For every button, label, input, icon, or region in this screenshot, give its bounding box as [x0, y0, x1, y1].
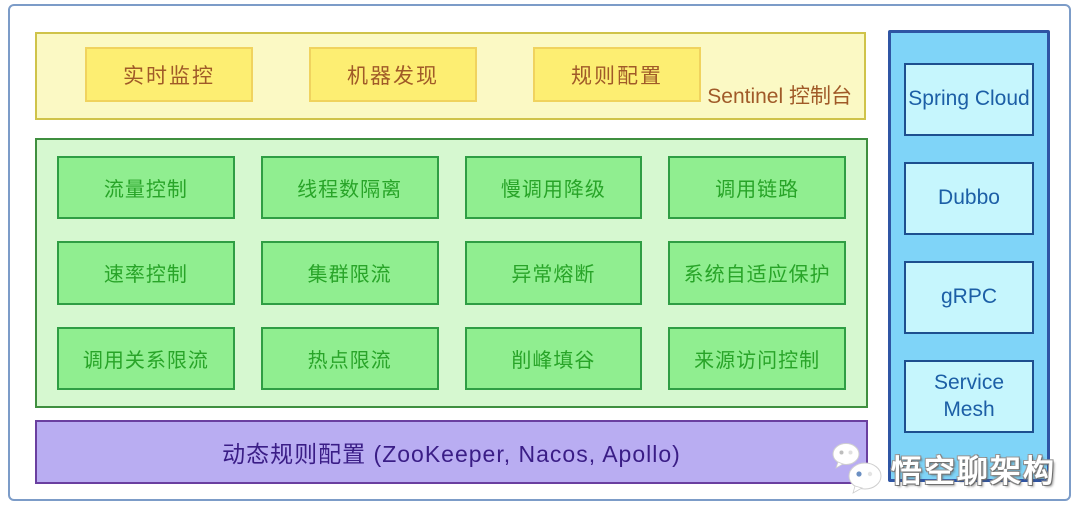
console-box-realtime-monitoring: 实时监控 [85, 47, 253, 102]
capability-box-slow-call-degradation: 慢调用降级 [464, 156, 643, 220]
capability-box-peak-shaving: 削峰填谷 [464, 326, 643, 390]
diagram-frame: 实时监控 机器发现 规则配置 Sentinel 控制台 流量控制 线程数隔离 慢… [8, 4, 1071, 501]
console-box-machine-discovery: 机器发现 [309, 47, 477, 102]
watermark-text: 悟空聊架构 [891, 453, 1056, 489]
console-box-rule-configuration: 规则配置 [533, 47, 701, 102]
capability-box-hotspot-throttling: 热点限流 [260, 326, 439, 390]
integration-box-spring-cloud: Spring Cloud [904, 63, 1034, 136]
capability-box-thread-isolation: 线程数隔离 [260, 156, 439, 220]
capability-box-flow-control: 流量控制 [57, 156, 235, 220]
dynamic-rules-bar: 动态规则配置 (ZooKeeper, Nacos, Apollo) [35, 420, 868, 484]
integration-box-dubbo: Dubbo [904, 162, 1034, 235]
capability-box-rate-control: 速率控制 [57, 241, 235, 305]
watermark: 悟空聊架构 [829, 441, 1056, 495]
chat-bubbles-icon [829, 441, 887, 495]
integration-box-grpc: gRPC [904, 261, 1034, 334]
integrations-panel: Spring Cloud Dubbo gRPC Service Mesh [888, 30, 1050, 482]
capability-panel: 流量控制 线程数隔离 慢调用降级 调用链路 速率控制 集群限流 异常熔断 系统自… [35, 138, 868, 408]
capability-box-exception-circuit-break: 异常熔断 [464, 241, 643, 305]
capability-box-adaptive-protection: 系统自适应保护 [668, 241, 846, 305]
sentinel-console-label: Sentinel 控制台 [707, 85, 852, 108]
capability-box-relation-throttling: 调用关系限流 [57, 326, 235, 390]
capability-box-origin-access-control: 来源访问控制 [668, 326, 846, 390]
sentinel-console-panel: 实时监控 机器发现 规则配置 Sentinel 控制台 [35, 32, 866, 120]
capability-box-call-chain: 调用链路 [668, 156, 846, 220]
integration-box-service-mesh: Service Mesh [904, 360, 1034, 433]
capability-box-cluster-throttling: 集群限流 [260, 241, 439, 305]
